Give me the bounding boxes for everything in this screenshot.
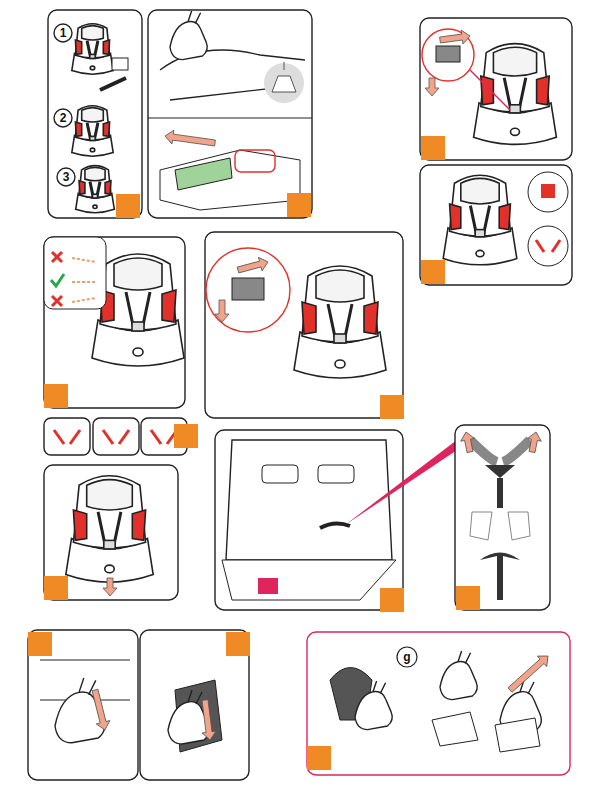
motion-arrow — [215, 300, 229, 322]
panel-frame — [455, 425, 550, 610]
panel-frame — [215, 430, 403, 610]
step-circle — [54, 109, 72, 127]
motion-arrow — [198, 699, 217, 741]
car-seat — [443, 175, 517, 265]
step-marker — [44, 384, 68, 408]
panel-frame — [48, 10, 142, 218]
car-seat — [474, 44, 557, 145]
step-number: 2 — [56, 111, 70, 125]
car-seat — [66, 476, 153, 582]
car-seat — [72, 24, 113, 74]
motion-arrow — [164, 129, 216, 150]
step-circle — [54, 24, 72, 42]
hand-drawing — [355, 681, 392, 730]
step-marker — [28, 632, 52, 656]
panel-frame — [148, 10, 312, 218]
step-circle — [57, 168, 75, 186]
car-seat — [76, 166, 115, 213]
step-number: 1 — [56, 26, 70, 40]
panel-frame — [44, 465, 178, 600]
motion-arrow — [439, 29, 471, 47]
motion-arrow — [88, 688, 112, 731]
motion-arrow — [425, 78, 439, 96]
step-marker — [421, 260, 445, 284]
motion-arrow — [236, 255, 270, 277]
motion-arrow — [103, 578, 117, 596]
step-marker — [380, 588, 404, 612]
step-marker — [44, 576, 68, 600]
motion-arrow — [525, 431, 543, 454]
hand-drawing — [440, 651, 477, 700]
step-marker — [226, 632, 250, 656]
car-seat — [294, 266, 386, 378]
step-marker — [380, 395, 404, 419]
step-marker — [174, 424, 198, 448]
panel-frame — [307, 632, 570, 775]
callout-letter: g — [400, 650, 414, 664]
step-marker — [421, 136, 445, 160]
panel-frame — [420, 18, 572, 160]
step-number: 3 — [59, 170, 73, 184]
panel-frame — [205, 232, 403, 418]
step-marker — [287, 193, 311, 217]
motion-arrow — [505, 651, 552, 695]
car-seat — [72, 106, 113, 156]
panel-frame — [140, 630, 249, 780]
motion-arrow — [459, 431, 477, 454]
step-marker — [116, 194, 140, 218]
panel-frame — [44, 237, 185, 408]
step-marker — [456, 586, 480, 610]
hand-drawing — [170, 11, 207, 60]
hand-drawing — [168, 690, 209, 744]
panel-frame — [420, 165, 572, 285]
step-marker — [307, 746, 331, 770]
panel-frame — [28, 630, 138, 780]
